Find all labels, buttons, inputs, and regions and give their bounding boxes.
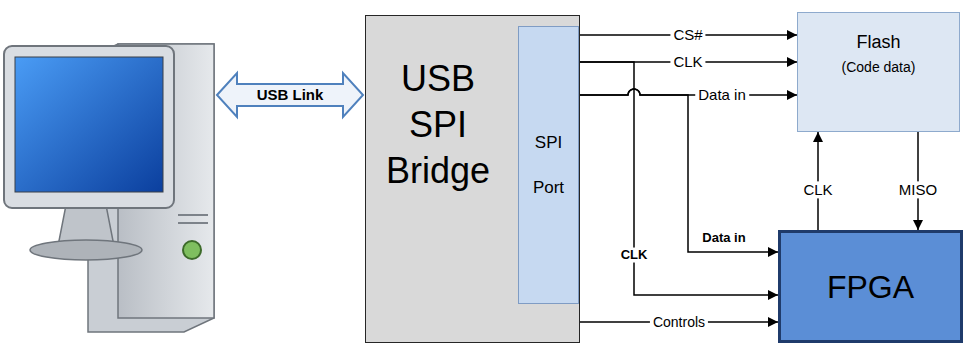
signal-label: Data in: [699, 231, 748, 246]
usb-link-arrow: [217, 73, 363, 117]
bridge-box: USB SPI Bridge SPI Port: [365, 15, 580, 343]
node-title: SPI Port: [523, 120, 574, 210]
port-box: SPI Port: [518, 26, 579, 304]
monitor-bezel: [4, 46, 174, 208]
signal-wire: [579, 89, 797, 95]
link-label: USB Link: [254, 86, 327, 103]
signal-label: CLK: [670, 53, 705, 70]
node-title: Flash: [856, 31, 900, 53]
fpga-box: FPGA: [778, 230, 963, 343]
signal-label: CLK: [800, 181, 835, 198]
node-title: FPGA: [827, 268, 914, 306]
drive-slot: [178, 222, 208, 224]
power-button: [183, 241, 201, 259]
monitor-base: [30, 240, 142, 260]
signal-label: CLK: [618, 248, 651, 263]
signal-wire: [579, 62, 778, 295]
signal-label: Controls: [650, 314, 708, 330]
flash-box: Flash (Code data): [797, 12, 960, 132]
signal-label: MISO: [896, 181, 940, 198]
signal-wire: [579, 89, 778, 252]
drive-slot: [178, 214, 208, 216]
signal-label: Data in: [695, 86, 749, 103]
node-subtitle: (Code data): [842, 58, 916, 76]
signal-label: CS#: [670, 26, 705, 43]
node-title: USB SPI Bridge: [374, 56, 502, 194]
monitor-screen: [15, 57, 163, 192]
